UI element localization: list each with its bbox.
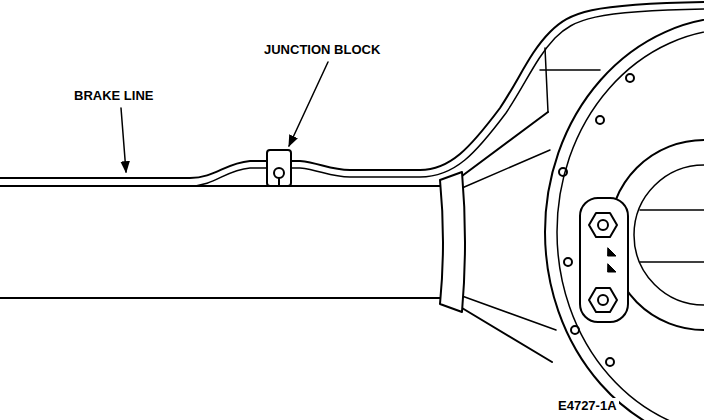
part-label: BRAKE LINE [72,88,155,104]
plate-bolt [626,74,634,82]
bleeder-hole [598,295,608,305]
backing-plate [545,17,704,420]
tube-collar [440,172,465,312]
bleeder-screw [589,288,617,312]
brake-line [0,9,704,186]
axle-flange [640,210,704,262]
plate-bolt [564,258,572,266]
part-label: JUNCTION BLOCK [262,42,382,58]
backing-plate-rim [557,29,704,420]
brake-line [0,2,704,178]
housing-flare [462,308,552,362]
housing-flare [462,296,556,330]
junction-slot [278,178,280,186]
axle-tube [0,297,440,299]
junction-block [267,150,291,186]
bleeder-screw [589,213,617,237]
leader-line [121,108,126,172]
junction-bolt [274,168,284,178]
bracket [540,48,600,112]
housing-flare [462,112,548,176]
cylinder-marks [608,248,616,272]
bleeder-hole [598,220,608,230]
plate-bolt [596,116,604,124]
leader-line [289,62,328,146]
housing-flare [462,150,550,188]
plate-bolt [559,168,567,176]
figure-number: E4727-1A [556,398,619,414]
plate-bolt [571,326,579,334]
wheel-cylinder [580,198,628,322]
plate-bolt [606,358,614,366]
hub-inner [634,165,704,305]
